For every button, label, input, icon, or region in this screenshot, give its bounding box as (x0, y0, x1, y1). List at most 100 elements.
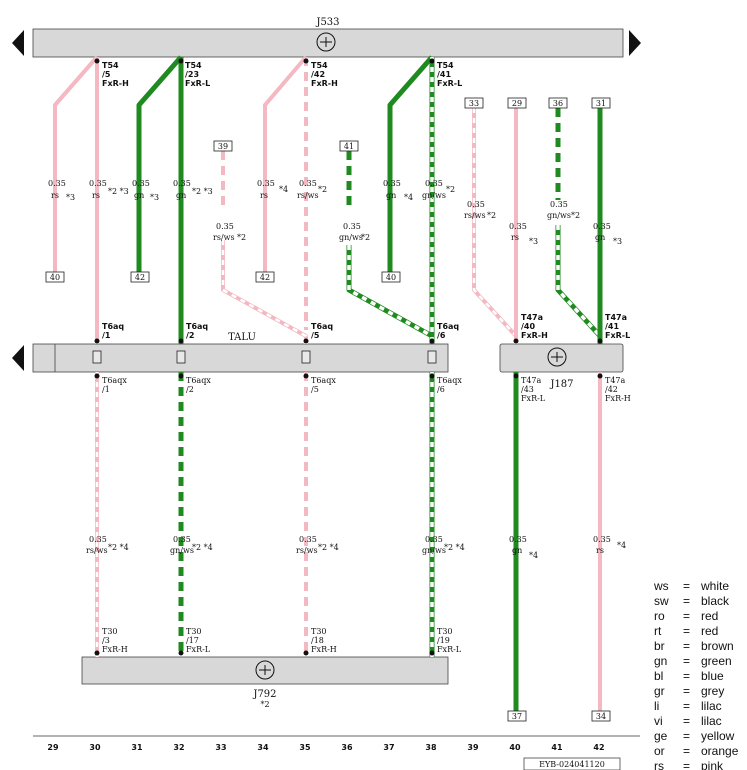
wire-gn-ws-col41 (555, 225, 603, 344)
svg-text:29: 29 (512, 99, 522, 108)
connector-pin-icon (513, 373, 519, 379)
connector-t47a-40: T47a /40 FxR-H (521, 313, 548, 340)
svg-text:0.35: 0.35 (48, 179, 66, 188)
wire-gn-col37 (387, 55, 434, 272)
svg-text:/17: /17 (186, 636, 199, 645)
svg-text:T30: T30 (437, 627, 453, 636)
svg-text:0.35: 0.35 (593, 222, 611, 231)
svg-text:37: 37 (512, 712, 522, 721)
svg-text:FxR-H: FxR-H (311, 79, 338, 88)
legend-code: gr (654, 684, 665, 698)
legend-code: or (654, 744, 665, 758)
svg-text:39: 39 (218, 142, 228, 151)
svg-text:rs: rs (260, 191, 268, 200)
legend-code: ge (654, 729, 668, 743)
connector-t54-41: T54 /41 FxR-L (437, 61, 462, 88)
svg-text:*2 *3: *2 *3 (192, 187, 213, 196)
svg-text:0.35: 0.35 (425, 535, 443, 544)
svg-text:/1: /1 (102, 385, 110, 394)
svg-text:0.35: 0.35 (89, 179, 107, 188)
legend-color-name: green (701, 654, 732, 668)
connector-pin-icon (303, 58, 309, 64)
wires-layer (53, 55, 603, 711)
svg-text:T47a: T47a (605, 313, 627, 322)
legend-equals: = (683, 729, 690, 743)
svg-text:gn: gn (512, 546, 522, 555)
wire-rs-ws-col39-stripe (472, 108, 518, 344)
svg-text:*2 *3: *2 *3 (108, 187, 129, 196)
connector-pin-icon (178, 650, 184, 656)
svg-text:0.35: 0.35 (467, 200, 485, 209)
legend-color-name: black (701, 594, 730, 608)
connector-t6aq-2: T6aq /2 (186, 322, 208, 340)
svg-text:*3: *3 (529, 237, 538, 246)
svg-text:0.35: 0.35 (509, 535, 527, 544)
legend-equals: = (683, 669, 690, 683)
svg-text:0.35: 0.35 (173, 535, 191, 544)
svg-text:rs: rs (51, 191, 59, 200)
connector-t6aqx-1: T6aqx /1 (102, 376, 127, 394)
column-number: 39 (467, 743, 479, 752)
ref-box: 29 (507, 97, 527, 109)
legend-equals: = (683, 699, 690, 713)
ref-box: 42 (255, 271, 275, 283)
column-number: 32 (173, 743, 184, 752)
svg-text:rs/ws: rs/ws (297, 191, 319, 200)
svg-text:rs/ws: rs/ws (213, 233, 235, 242)
legend-code: vi (654, 714, 663, 728)
svg-text:0.35: 0.35 (383, 179, 401, 188)
connector-t54-42: T54 /42 FxR-H (311, 61, 338, 88)
svg-text:gn: gn (595, 233, 605, 242)
svg-text:40: 40 (386, 273, 396, 282)
svg-text:/43: /43 (521, 385, 534, 394)
legend-code: rt (654, 624, 662, 638)
connector-pin-icon (178, 58, 184, 64)
svg-text:34: 34 (596, 712, 606, 721)
ref-box: 41 (339, 140, 359, 152)
connector-t6aqx-2: T6aqx /2 (186, 376, 211, 394)
connector-pin-icon (429, 650, 435, 656)
legend-code: ws (653, 579, 669, 593)
legend-color-name: grey (701, 684, 724, 698)
svg-text:0.35: 0.35 (425, 179, 443, 188)
column-number: 35 (299, 743, 311, 752)
svg-text:T47a: T47a (521, 313, 543, 322)
svg-text:T6aqx: T6aqx (102, 376, 127, 385)
j187-bar (499, 343, 624, 373)
column-number: 36 (341, 743, 353, 752)
svg-text:T6aq: T6aq (102, 322, 124, 331)
svg-text:rs/ws: rs/ws (296, 546, 318, 555)
ref-box: 40 (45, 271, 65, 283)
svg-text:gn/ws: gn/ws (170, 546, 194, 555)
svg-text:/41: /41 (437, 70, 451, 79)
svg-text:T54: T54 (185, 61, 202, 70)
svg-text:FxR-H: FxR-H (311, 645, 337, 654)
svg-text:0.35: 0.35 (509, 222, 527, 231)
connector-t54-23: T54 /23 FxR-L (185, 61, 210, 88)
svg-text:*3: *3 (613, 237, 622, 246)
svg-text:T30: T30 (102, 627, 118, 636)
svg-text:36: 36 (553, 99, 563, 108)
ground-symbol-icon (316, 32, 336, 52)
legend-equals: = (683, 654, 690, 668)
legend-code: bl (654, 669, 663, 683)
svg-text:*4: *4 (279, 185, 288, 194)
svg-text:*2: *2 (318, 185, 327, 194)
svg-text:/5: /5 (311, 331, 320, 340)
ref-box: 31 (591, 97, 611, 109)
legend-code: sw (654, 594, 669, 608)
svg-text:rs/ws: rs/ws (464, 211, 486, 220)
svg-text:T6aqx: T6aqx (437, 376, 462, 385)
svg-text:/2: /2 (186, 385, 194, 394)
svg-text:FxR-H: FxR-H (605, 394, 631, 403)
svg-text:/23: /23 (185, 70, 199, 79)
